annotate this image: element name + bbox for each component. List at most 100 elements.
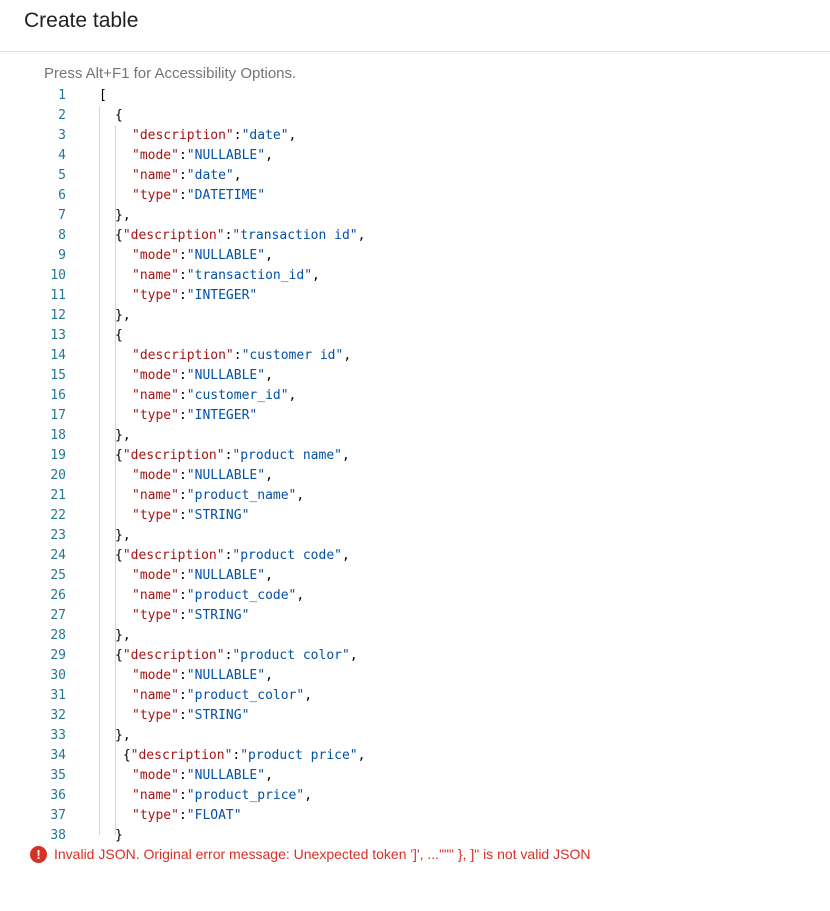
code-line[interactable]: 20"mode":"NULLABLE", [0,466,830,486]
code-line[interactable]: 4"mode":"NULLABLE", [0,146,830,166]
code-line[interactable]: 12}, [0,306,830,326]
code-line[interactable]: 24{"description":"product code", [0,546,830,566]
code-line[interactable]: 31"name":"product_color", [0,686,830,706]
code-line[interactable]: 27"type":"STRING" [0,606,830,626]
code-line[interactable]: 13{ [0,326,830,346]
line-number: 7 [58,208,66,223]
line-number: 25 [50,568,66,583]
code-line[interactable]: 28}, [0,626,830,646]
code-text: }, [115,426,131,446]
code-text: { [115,106,123,126]
json-punctuation: }, [115,528,131,543]
line-number: 6 [58,188,66,203]
code-line[interactable]: 6"type":"DATETIME" [0,186,830,206]
code-line[interactable]: 19{"description":"product name", [0,446,830,466]
json-punctuation: { [115,748,131,763]
json-punctuation: , [233,168,242,183]
json-punctuation: , [357,748,366,763]
schema-code-editor[interactable]: 1[2{3"description":"date",4"mode":"NULLA… [0,86,830,843]
error-message: Invalid JSON. Original error message: Un… [54,846,591,862]
line-number: 20 [50,468,66,483]
json-key: "name" [132,488,179,503]
code-line[interactable]: 18}, [0,426,830,446]
code-line[interactable]: 15"mode":"NULLABLE", [0,366,830,386]
code-line[interactable]: 16"name":"customer_id", [0,386,830,406]
json-value: "product code" [232,548,342,563]
code-text: "type":"INTEGER" [132,406,257,426]
line-number: 16 [50,388,66,403]
code-line[interactable]: 14"description":"customer id", [0,346,830,366]
json-punctuation: : [178,708,187,723]
validation-error: ! Invalid JSON. Original error message: … [30,844,590,864]
code-line[interactable]: 26"name":"product_code", [0,586,830,606]
json-punctuation: { [115,448,123,463]
code-line[interactable]: 22"type":"STRING" [0,506,830,526]
code-line[interactable]: 34 {"description":"product price", [0,746,830,766]
json-key: "type" [132,288,179,303]
code-line[interactable]: 2{ [0,106,830,126]
json-punctuation: : [178,668,187,683]
code-text: }, [115,306,131,326]
json-punctuation: , [341,548,350,563]
code-line[interactable]: 7}, [0,206,830,226]
json-punctuation: }, [115,308,131,323]
json-punctuation: , [288,388,297,403]
code-line[interactable]: 35"mode":"NULLABLE", [0,766,830,786]
code-line[interactable]: 32"type":"STRING" [0,706,830,726]
json-key: "type" [132,188,179,203]
code-text: "type":"FLOAT" [132,806,242,826]
json-value: "FLOAT" [186,808,242,823]
json-value: "INTEGER" [186,408,258,423]
json-key: "description" [122,228,225,243]
code-line[interactable]: 17"type":"INTEGER" [0,406,830,426]
code-line[interactable]: 33}, [0,726,830,746]
code-text: [ [99,86,107,106]
code-line[interactable]: 23}, [0,526,830,546]
code-text: {"description":"transaction id", [115,226,365,246]
code-text: "type":"STRING" [132,606,249,626]
code-text: "name":"product_color", [132,686,312,706]
json-key: "description" [132,128,234,143]
code-line[interactable]: 25"mode":"NULLABLE", [0,566,830,586]
json-punctuation: , [304,688,313,703]
json-punctuation: }, [115,208,131,223]
code-line[interactable]: 29{"description":"product color", [0,646,830,666]
code-line[interactable]: 10"name":"transaction_id", [0,266,830,286]
code-text: { [115,326,123,346]
json-punctuation: : [233,348,242,363]
code-text: "mode":"NULLABLE", [132,766,273,786]
line-number: 5 [58,168,66,183]
code-line[interactable]: 9"mode":"NULLABLE", [0,246,830,266]
line-number: 2 [58,108,66,123]
code-text: "mode":"NULLABLE", [132,146,273,166]
error-icon: ! [30,845,47,863]
json-value: "product_color" [186,688,305,703]
code-line[interactable]: 37"type":"FLOAT" [0,806,830,826]
code-text: "name":"product_code", [132,586,304,606]
json-value: "transaction_id" [186,268,313,283]
code-text: "type":"STRING" [132,706,249,726]
code-line[interactable]: 36"name":"product_price", [0,786,830,806]
code-text: {"description":"product code", [115,546,350,566]
code-line[interactable]: 5"name":"date", [0,166,830,186]
code-line[interactable]: 8{"description":"transaction id", [0,226,830,246]
code-text: "name":"product_name", [132,486,304,506]
code-line[interactable]: 30"mode":"NULLABLE", [0,666,830,686]
code-line[interactable]: 38} [0,826,830,846]
json-punctuation: , [265,768,273,783]
json-punctuation: , [343,348,352,363]
json-punctuation: [ [99,88,107,103]
code-text: }, [115,526,131,546]
json-punctuation: : [232,748,241,763]
code-line[interactable]: 21 "name":"product_name", [0,486,830,506]
json-punctuation: : [178,368,187,383]
code-text: "mode":"NULLABLE", [132,666,273,686]
code-line[interactable]: 3"description":"date", [0,126,830,146]
line-number: 12 [50,308,66,323]
json-value: "customer_id" [186,388,289,403]
json-value: "NULLABLE" [186,668,266,683]
line-number: 21 [50,488,66,503]
code-line[interactable]: 1[ [0,86,830,106]
code-line[interactable]: 11"type":"INTEGER" [0,286,830,306]
json-key: "mode" [132,568,179,583]
